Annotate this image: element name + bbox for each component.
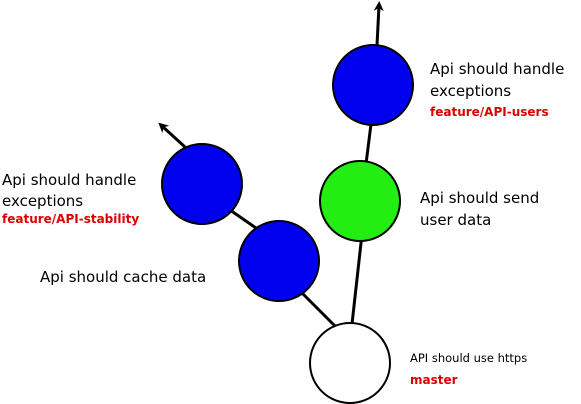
commit-node-send: [319, 160, 401, 242]
commit-node-users: [332, 44, 414, 126]
commit-node-cache: [238, 220, 320, 302]
edge-master-to-send: [350, 233, 364, 325]
edge-stability-arrow: [158, 122, 187, 149]
stability-commit-message-line1: Api should handle: [2, 171, 136, 189]
send-commit-message-line2: user data: [420, 211, 491, 229]
branch-label-stability: feature/API-stability: [2, 212, 139, 226]
edge-send-to-users: [364, 123, 373, 165]
branch-label-master: master: [410, 373, 458, 387]
edge-users-arrow: [373, 1, 384, 46]
users-commit-message-line2: exceptions: [430, 82, 511, 100]
send-commit-message-line1: Api should send: [420, 189, 539, 207]
commit-node-master: [309, 322, 391, 404]
commit-node-stability: [161, 143, 243, 225]
edge-cache-to-stability: [229, 208, 257, 230]
users-commit-message-line1: Api should handle: [430, 60, 564, 78]
master-commit-message: API should use https: [410, 351, 527, 365]
stability-commit-message-line2: exceptions: [2, 192, 83, 210]
edge-master-to-cache: [300, 291, 341, 332]
branch-label-users: feature/API-users: [430, 105, 549, 119]
cache-commit-message: Api should cache data: [40, 268, 206, 286]
